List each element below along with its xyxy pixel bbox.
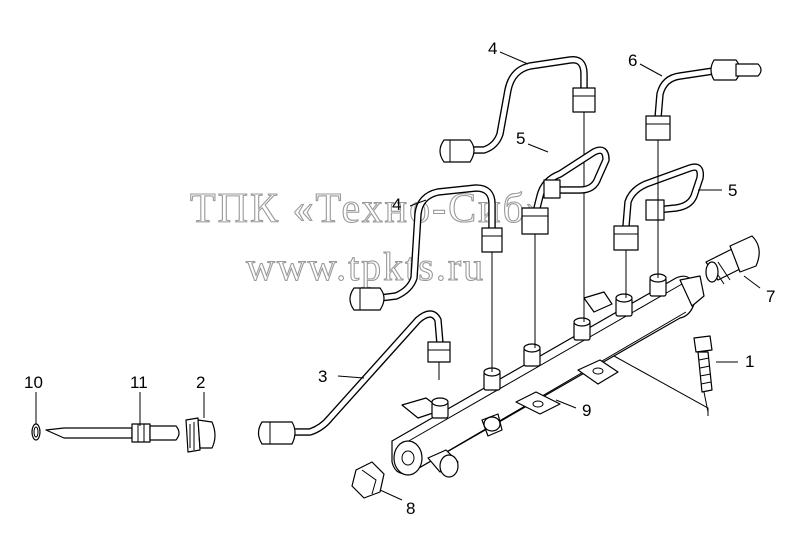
callout-3: 3 bbox=[318, 367, 327, 386]
inlet-pipe bbox=[45, 423, 180, 443]
rail-ports bbox=[431, 273, 667, 419]
o-ring bbox=[31, 423, 41, 441]
callout-6: 6 bbox=[628, 51, 637, 70]
plug bbox=[351, 461, 385, 499]
pressure-sensor bbox=[705, 235, 760, 285]
pipe-4-upper-nut bbox=[439, 139, 475, 163]
pipe-4-lower bbox=[349, 184, 503, 372]
callout-8: 8 bbox=[406, 499, 415, 518]
pipe-5-left-rail-nut bbox=[521, 207, 549, 235]
pipe-4-lower-rail-nut bbox=[481, 227, 503, 253]
pipe-4-upper-rail-nut bbox=[572, 87, 596, 113]
pipe-4-lower-nut bbox=[349, 287, 385, 311]
pipe-6-rail-nut bbox=[645, 115, 671, 141]
pipe-5-right-nut bbox=[645, 199, 665, 221]
callout-9: 9 bbox=[582, 401, 591, 420]
bolt bbox=[693, 335, 713, 413]
inlet-fitting bbox=[185, 417, 216, 453]
bracket-top bbox=[583, 291, 613, 313]
pipe-5-right-rail-nut bbox=[613, 225, 639, 251]
rail-port-4 bbox=[573, 317, 591, 341]
rail-port-5 bbox=[615, 293, 633, 317]
rail-port-3 bbox=[523, 343, 541, 367]
callouts: 1 2 3 4 4 5 5 6 7 8 9 10 11 bbox=[24, 39, 775, 518]
pipe-5-right bbox=[613, 163, 705, 298]
rail-end-left bbox=[393, 440, 423, 476]
callout-7: 7 bbox=[766, 287, 775, 306]
callout-4-upper: 4 bbox=[488, 39, 497, 58]
pipe-5-left-nut bbox=[543, 179, 561, 199]
pipe-5-left bbox=[521, 146, 610, 348]
bracket-mid bbox=[515, 391, 561, 415]
pipe-3-nut bbox=[257, 421, 296, 445]
callout-4-lower: 4 bbox=[392, 195, 401, 214]
callout-10: 10 bbox=[24, 373, 43, 392]
callout-5-right: 5 bbox=[728, 181, 737, 200]
fuel-rail bbox=[391, 275, 705, 478]
callout-1: 1 bbox=[745, 352, 754, 371]
rail-lower-port bbox=[483, 416, 501, 432]
callout-5-left: 5 bbox=[516, 129, 525, 148]
rail-port-1 bbox=[431, 397, 449, 419]
leader-lines bbox=[35, 51, 761, 501]
pipe-3 bbox=[257, 310, 451, 445]
pipe-4-upper bbox=[439, 56, 596, 322]
rail-outlet-port bbox=[439, 454, 459, 478]
pipe-3-rail-nut bbox=[427, 341, 451, 363]
callout-11: 11 bbox=[130, 373, 148, 392]
callout-2: 2 bbox=[196, 373, 205, 392]
bracket-right bbox=[577, 359, 619, 385]
watermark-url: www.tpkts.ru bbox=[246, 244, 485, 289]
pipe-6 bbox=[645, 59, 762, 278]
